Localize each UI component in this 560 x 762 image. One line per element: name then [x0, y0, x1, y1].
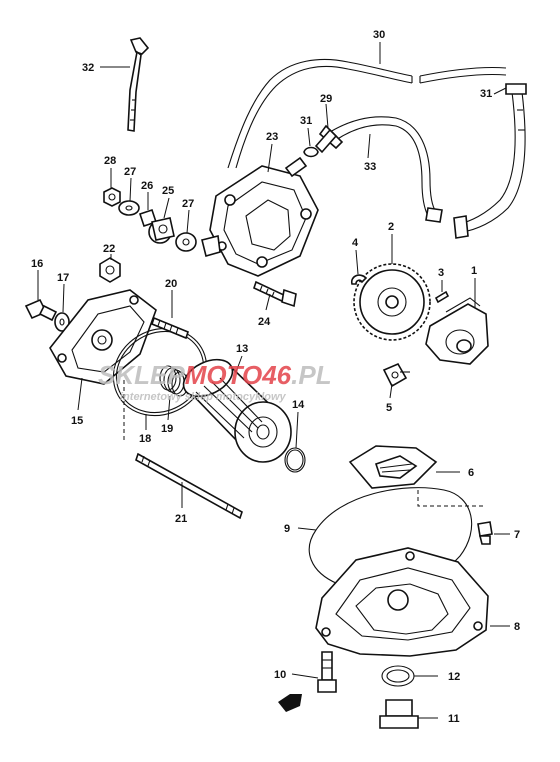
part-5-screw	[382, 362, 410, 388]
part-27-washer-b	[175, 232, 197, 252]
watermark-tagline: internetowy sklep motocyklowy	[120, 391, 287, 403]
callout-12: 12	[448, 671, 460, 683]
callout-15: 15	[71, 415, 83, 427]
callout-20: 20	[165, 278, 177, 290]
callout-25: 25	[162, 185, 174, 197]
part-10-bolt	[317, 651, 337, 693]
part-9-gasket	[308, 487, 473, 590]
callout-5: 5	[386, 402, 392, 414]
part-12-gasket	[381, 665, 415, 687]
part-27-washer-a	[118, 200, 140, 216]
callout-13: 13	[236, 343, 248, 355]
leader-9	[297, 527, 317, 531]
part-16-bolt	[24, 298, 58, 322]
part-17-washer	[54, 312, 70, 332]
callout-6: 6	[468, 467, 474, 479]
callout-14: 14	[292, 399, 305, 411]
callout-24: 24	[258, 316, 271, 328]
leader-5	[389, 383, 393, 399]
callout-labels: 32 30 31 29 31 23 33 28 27 26 25 27 24 2…	[31, 29, 520, 725]
callout-30: 30	[373, 29, 385, 41]
callout-28: 28	[104, 155, 116, 167]
part-20-stud	[151, 316, 189, 340]
part-14-o-ring	[284, 447, 306, 473]
callout-29: 29	[320, 93, 332, 105]
callout-9: 9	[284, 523, 290, 535]
part-33-hose	[318, 116, 443, 223]
part-29-fitting	[314, 128, 338, 154]
part-32-dipstick	[127, 37, 150, 132]
part-24-bolt	[253, 280, 297, 308]
leader-15	[77, 377, 83, 411]
part-13-oil-filter	[182, 358, 292, 463]
part-15-filter-cover	[49, 289, 157, 385]
leader-19	[167, 395, 171, 421]
callout-23: 23	[266, 131, 278, 143]
watermark-brand-part1: SKLEP	[98, 360, 185, 390]
callout-21: 21	[175, 513, 187, 525]
watermark: SKLEPMOTO46.PL internetowy sklep motocyk…	[98, 360, 332, 403]
leader-31-right	[493, 87, 507, 95]
part-25-grommet	[148, 217, 175, 244]
callout-2: 2	[388, 221, 394, 233]
part-11-drain-plug	[379, 699, 419, 729]
leader-29	[325, 103, 329, 129]
callout-31-left: 31	[300, 115, 312, 127]
callout-27b: 27	[182, 198, 194, 210]
callout-3: 3	[438, 267, 444, 279]
callout-16: 16	[31, 258, 43, 270]
guide-line-6	[417, 490, 486, 507]
callout-26: 26	[141, 180, 153, 192]
callout-1: 1	[471, 265, 477, 277]
leader-13	[235, 355, 243, 373]
part-1-pump-housing	[425, 297, 489, 365]
part-8-oil-pan	[315, 547, 489, 657]
part-23-oil-pump	[201, 156, 319, 277]
watermark-brand-part2: MOTO46	[185, 360, 292, 390]
leader-10	[291, 673, 319, 679]
leader-17	[62, 283, 65, 313]
callout-11: 11	[448, 713, 460, 725]
callout-22: 22	[103, 243, 115, 255]
callout-10: 10	[274, 669, 286, 681]
callout-7: 7	[514, 529, 520, 541]
leader-4	[355, 249, 359, 275]
leader-14	[295, 411, 299, 449]
callout-33: 33	[364, 161, 376, 173]
leader-27b	[186, 209, 190, 234]
leader-33	[367, 133, 371, 159]
callout-8: 8	[514, 621, 520, 633]
callout-18: 18	[139, 433, 151, 445]
part-4-circlip	[350, 274, 368, 285]
part-21-stud	[135, 452, 243, 520]
part-30-hose	[227, 58, 507, 169]
svg-text:SKLEPMOTO46.PL: SKLEPMOTO46.PL	[98, 360, 332, 390]
front-arrow-icon	[278, 694, 302, 712]
part-6-strainer	[348, 445, 438, 489]
callout-4: 4	[352, 237, 359, 249]
callout-19: 19	[161, 423, 173, 435]
leader-25	[163, 197, 170, 219]
part-7-bolt	[477, 521, 493, 545]
callout-31-right: 31	[480, 88, 492, 100]
part-28-nut	[103, 187, 121, 207]
leader-23	[267, 143, 273, 173]
part-18-o-ring	[112, 327, 208, 417]
part-31-hose-right	[453, 83, 527, 239]
leader-24	[265, 293, 271, 311]
callout-27a: 27	[124, 166, 136, 178]
leader-31-left	[307, 127, 311, 147]
watermark-brand-part3: .PL	[291, 360, 331, 390]
part-31-clip	[303, 146, 319, 158]
callout-32: 32	[82, 62, 94, 74]
leader-27a	[129, 177, 132, 202]
part-3-pin	[434, 290, 450, 304]
part-2-gear	[353, 263, 431, 341]
callout-17: 17	[57, 272, 69, 284]
part-22-nut	[99, 257, 121, 283]
